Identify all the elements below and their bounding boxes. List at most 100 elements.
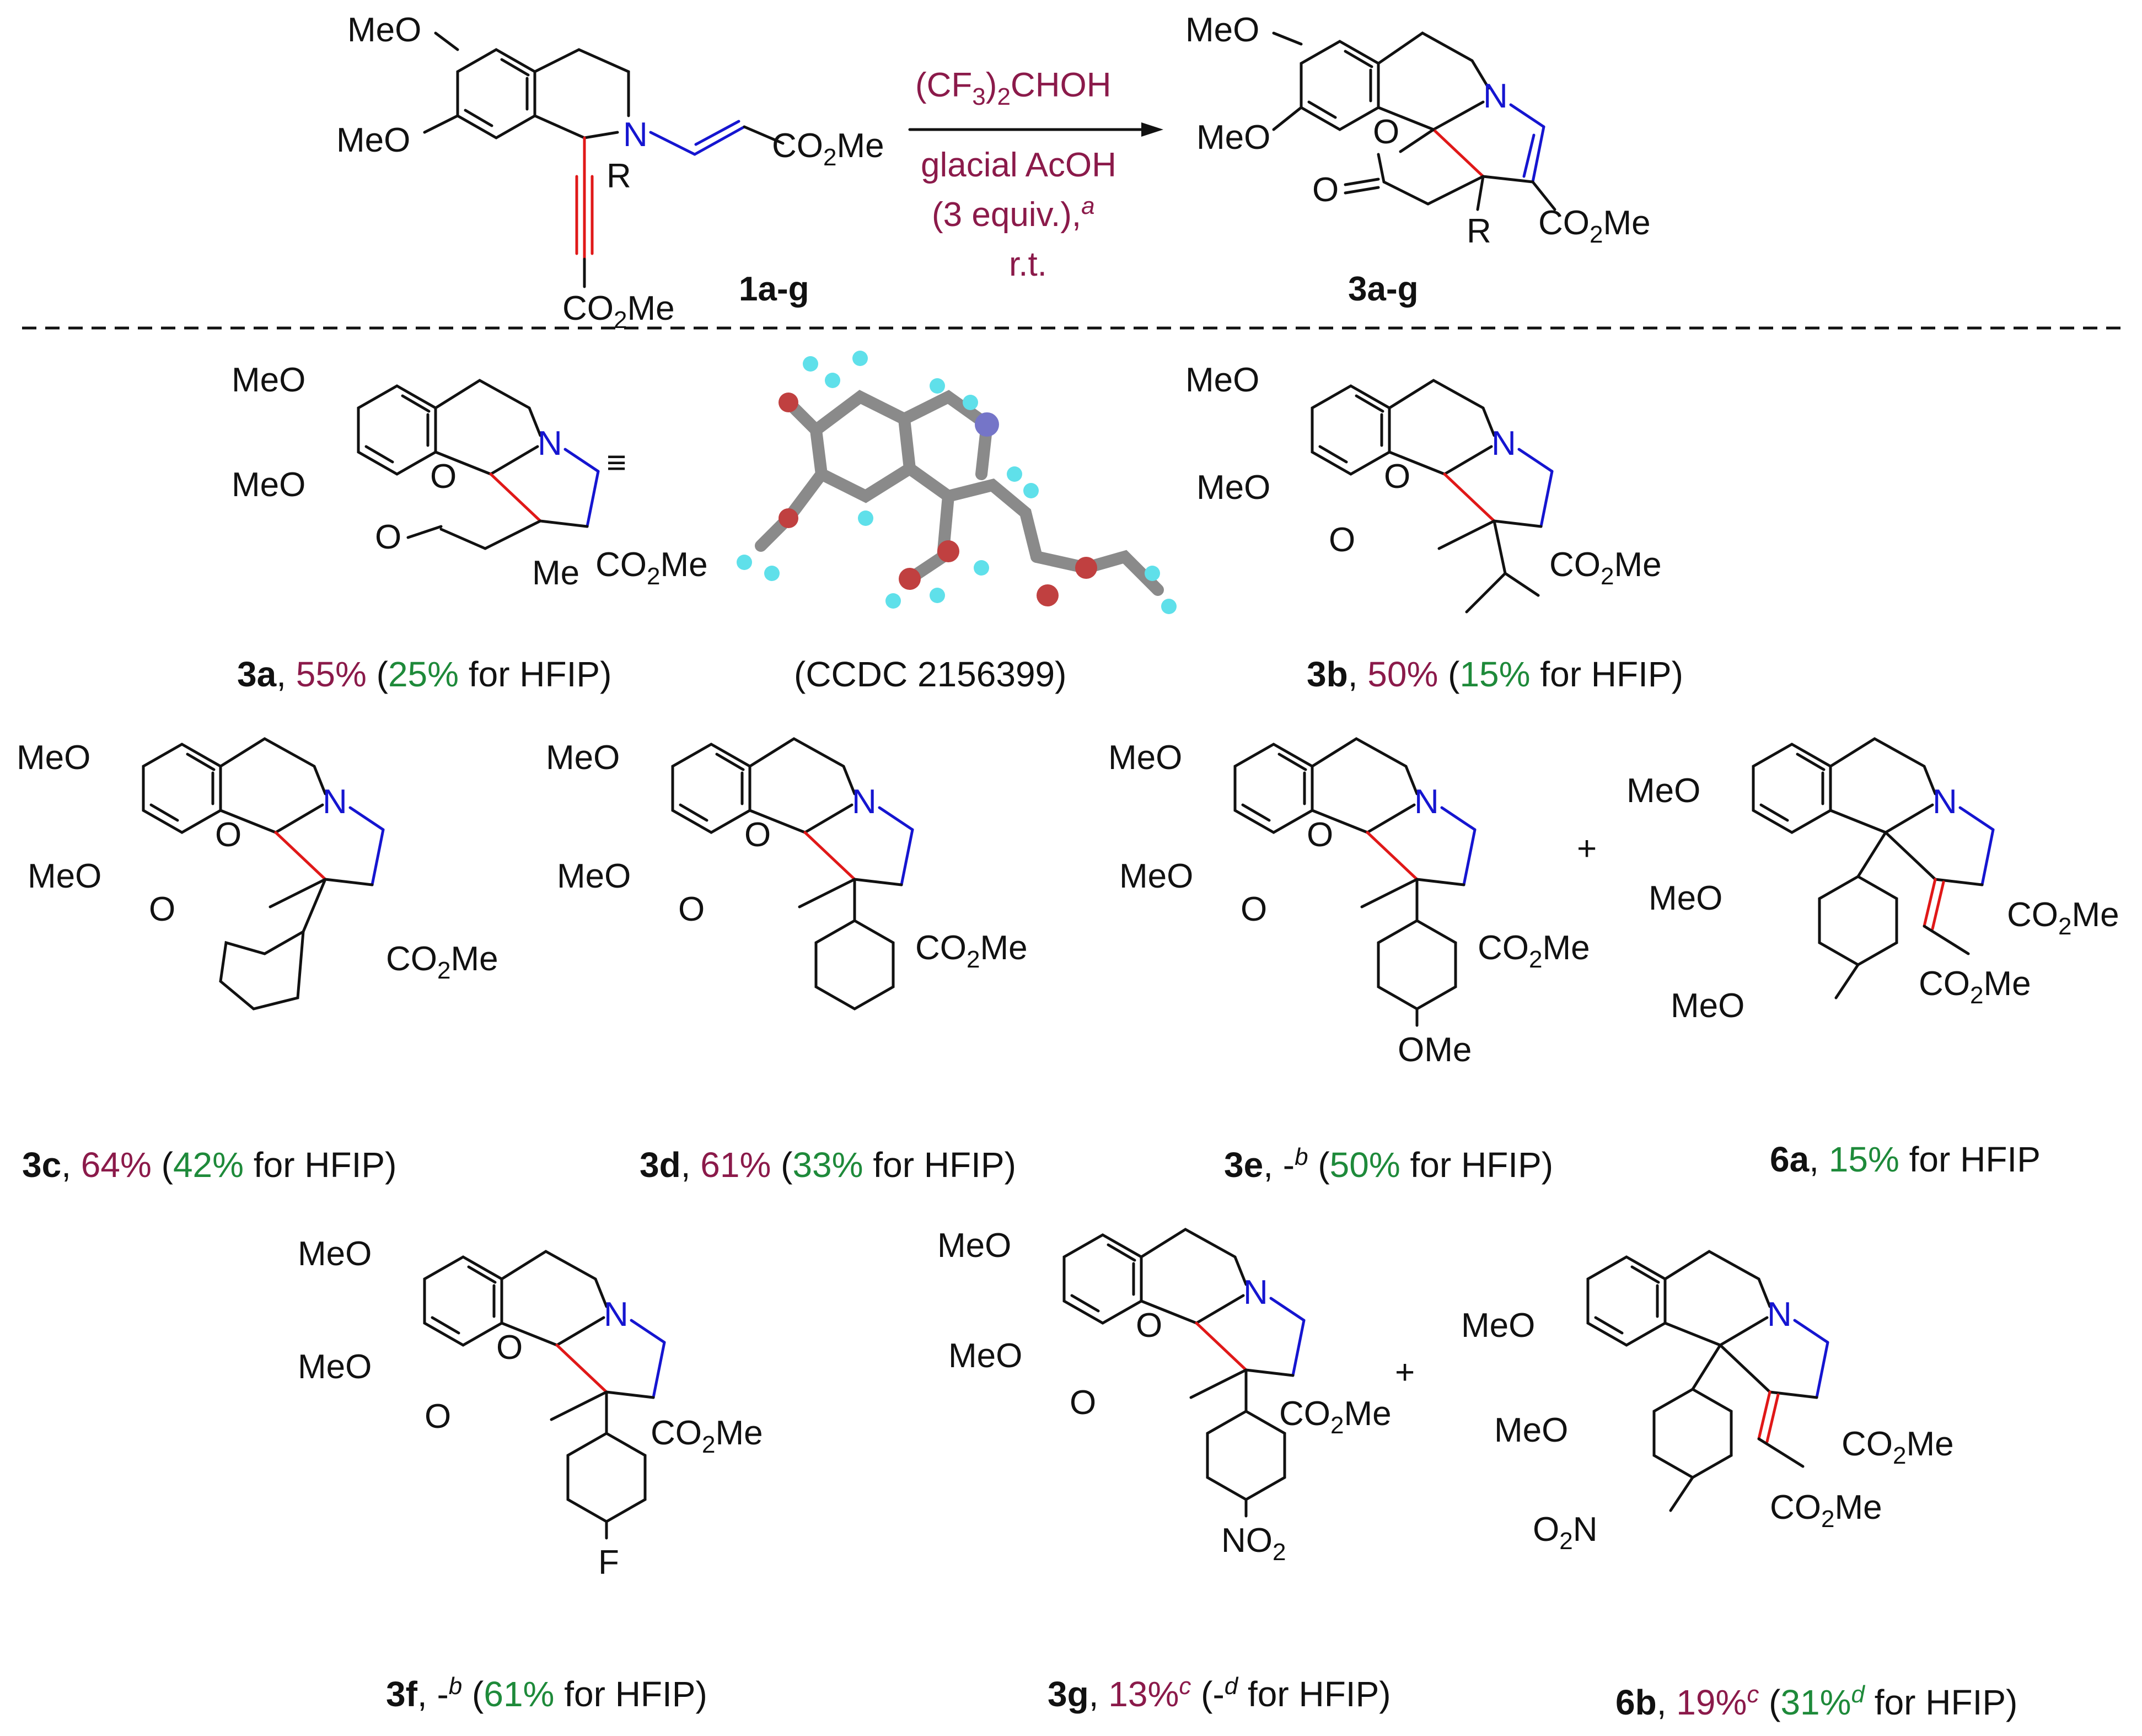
compound-3d-structure: MeO MeO N O O CO2Me xyxy=(546,737,1028,1011)
o-atom: O xyxy=(149,890,175,928)
o-atom: O xyxy=(1373,113,1399,151)
meo-label: MeO xyxy=(1196,119,1270,157)
compound-3a-structure: MeO MeO N O O Me CO2Me xyxy=(232,361,708,592)
meo-label: MeO xyxy=(948,1337,1022,1375)
methyl-label: Me xyxy=(532,554,579,592)
n-atom: N xyxy=(1767,1296,1792,1334)
ester-label: CO2Me xyxy=(1279,1395,1392,1439)
o-atom: O xyxy=(678,890,705,928)
ester-label: CO2Me xyxy=(1538,204,1651,248)
meo-label: MeO xyxy=(298,1235,372,1273)
nitro-label: NO2 xyxy=(1221,1522,1286,1566)
n-atom: N xyxy=(852,783,877,821)
ester-label: CO2Me xyxy=(915,929,1028,973)
compound-3b-structure: MeO MeO N O O CO2Me xyxy=(1185,361,1662,614)
reagent-acoh: glacial AcOH xyxy=(921,146,1116,184)
o-atom: O xyxy=(425,1398,451,1436)
crystal-structure-image xyxy=(737,351,1177,614)
compound-3g-structure: MeO MeO N O O NO2 CO2Me xyxy=(937,1227,1392,1566)
reagent-hfip: (CF3)2CHOH xyxy=(915,66,1111,110)
compound-3e-structure: MeO MeO N O O OMe CO2Me xyxy=(1108,737,1590,1069)
meo-label: MeO xyxy=(1461,1307,1535,1345)
meo-label: MeO xyxy=(347,11,421,49)
o-atom: O xyxy=(1312,171,1339,209)
meo-label: MeO xyxy=(1196,469,1270,507)
caption-3f: 3f, -b (61% for HFIP) xyxy=(386,1673,707,1714)
meo-label: MeO xyxy=(546,739,620,777)
fluoro-label: F xyxy=(598,1544,619,1582)
sm-label: 1a-g xyxy=(739,270,809,308)
n-atom: N xyxy=(623,116,648,154)
meo-label: MeO xyxy=(1494,1411,1568,1449)
meo-label: MeO xyxy=(1626,772,1700,810)
n-atom: N xyxy=(1932,783,1957,821)
caption-3b: 3b, 50% (15% for HFIP) xyxy=(1307,654,1683,694)
n-atom: N xyxy=(1414,783,1439,821)
meo-label: MeO xyxy=(557,857,631,895)
n-atom: N xyxy=(323,783,347,821)
compound-3f-structure: MeO MeO N O O F CO2Me xyxy=(298,1235,763,1582)
meo-label: MeO xyxy=(336,121,410,159)
ester-label: CO2Me xyxy=(1549,546,1662,590)
meo-label: MeO xyxy=(1185,361,1259,399)
caption-3a: 3a, 55% (25% for HFIP) xyxy=(237,654,611,694)
meo-label: MeO xyxy=(28,857,101,895)
ester-label: CO2Me xyxy=(595,546,708,590)
nitro-label: O2N xyxy=(1533,1511,1598,1555)
caption-6a: 6a, 15% for HFIP xyxy=(1770,1140,2041,1179)
starting-material-1a-g: MeO MeO N R CO2Me CO2Me 1a-g xyxy=(336,11,884,334)
plus-sign: + xyxy=(1395,1353,1415,1391)
meo-label: MeO xyxy=(1108,739,1182,777)
n-atom: N xyxy=(1243,1273,1268,1312)
compound-6a-structure: MeO MeO N MeO CO2Me CO2Me xyxy=(1626,737,2119,1025)
compound-6b-structure: MeO MeO N O2N CO2Me CO2Me xyxy=(1461,1250,1954,1555)
o-atom: O xyxy=(1241,890,1267,928)
meo-label: MeO xyxy=(1649,879,1722,917)
ester-label: CO2Me xyxy=(1478,929,1590,973)
caption-3d: 3d, 61% (33% for HFIP) xyxy=(640,1145,1016,1185)
caption-3g: 3g, 13%c (-d for HFIP) xyxy=(1048,1673,1391,1714)
o-atom: O xyxy=(744,816,771,854)
meo-label: MeO xyxy=(1671,987,1744,1025)
product-label: 3a-g xyxy=(1348,270,1418,308)
caption-3e: 3e, -b (50% for HFIP) xyxy=(1224,1143,1553,1185)
meo-label: MeO xyxy=(17,739,90,777)
n-atom: N xyxy=(538,424,562,463)
o-atom: O xyxy=(215,816,241,854)
o-atom: O xyxy=(1329,521,1355,559)
ester-label: CO2Me xyxy=(772,127,884,171)
ccdc-caption: (CCDC 2156399) xyxy=(794,654,1066,694)
o-atom: O xyxy=(1384,458,1410,496)
reaction-arrow: (CF3)2CHOH glacial AcOH (3 equiv.),a r.t… xyxy=(908,66,1163,283)
meo-label: MeO xyxy=(298,1348,372,1386)
meo-label: MeO xyxy=(232,466,305,504)
ester-label: CO2Me xyxy=(1770,1488,1882,1533)
n-atom: N xyxy=(1491,424,1516,463)
o-atom: O xyxy=(1307,816,1333,854)
ester-label: CO2Me xyxy=(2007,896,2119,940)
ester-label: CO2Me xyxy=(651,1414,763,1458)
meo-label: MeO xyxy=(232,361,305,399)
plus-sign: + xyxy=(1577,830,1597,868)
n-atom: N xyxy=(604,1296,629,1334)
r-group: R xyxy=(1467,212,1491,250)
o-atom: O xyxy=(1136,1307,1162,1345)
equivalence-symbol: ≡ xyxy=(606,444,626,482)
caption-6b: 6b, 19%c (31%d for HFIP) xyxy=(1615,1681,2017,1722)
ester-label: CO2Me xyxy=(386,940,498,984)
meo-label: MeO xyxy=(937,1227,1011,1265)
o-atom: O xyxy=(430,458,457,496)
r-group: R xyxy=(606,157,631,195)
methoxy-label: OMe xyxy=(1398,1031,1472,1069)
n-atom: N xyxy=(1483,77,1508,115)
o-atom: O xyxy=(1070,1384,1096,1422)
o-atom: O xyxy=(496,1329,523,1367)
compound-3c-structure: MeO MeO N O O CO2Me xyxy=(17,737,498,1011)
meo-label: MeO xyxy=(1119,857,1193,895)
ester-label: CO2Me xyxy=(1919,965,2031,1009)
product-3a-g: MeO MeO N O O R CO2Me 3a-g xyxy=(1185,11,1651,308)
meo-label: MeO xyxy=(1185,11,1259,49)
reagent-equiv: (3 equiv.),a xyxy=(932,192,1095,234)
reagent-temp: r.t. xyxy=(1009,245,1047,283)
